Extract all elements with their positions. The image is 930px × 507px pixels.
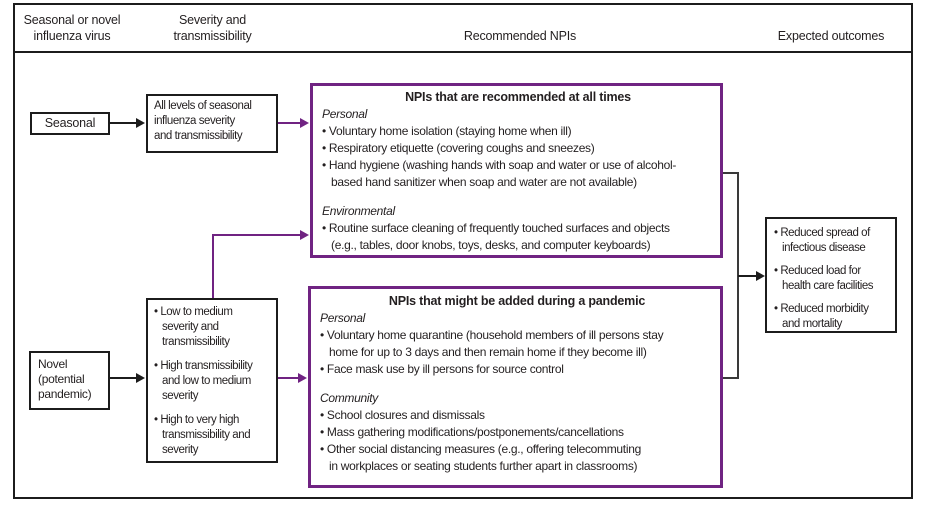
text-line: in workplaces or seating students furthe… (329, 459, 638, 473)
text-line: • Routine surface cleaning of frequently… (322, 221, 670, 235)
arrowhead-right-icon (756, 271, 765, 281)
text-line (322, 191, 714, 203)
text-line: based hand sanitizer when soap and water… (331, 175, 637, 189)
text-line: • Mass gathering modifications/postponem… (320, 425, 624, 439)
npi-all-times-body: Personal • Voluntary home isolation (stay… (322, 106, 714, 254)
text-line: (e.g., tables, door knobs, toys, desks, … (331, 238, 651, 252)
seasonal-virus-box: Seasonal (30, 112, 110, 135)
column-header-npis: Recommended NPIs (463, 29, 577, 43)
arrowhead-right-icon (300, 230, 309, 240)
text-line: • Other social distancing measures (e.g.… (320, 442, 641, 456)
column-header-severity: Severity and transmissibility (173, 13, 252, 43)
arrowhead-right-icon (136, 373, 145, 383)
bullet-item: • Low to medium severity and transmissib… (154, 306, 233, 348)
npi-pandemic-title: NPIs that might be added during a pandem… (388, 294, 646, 308)
novel-virus-box: Novel (potential pandemic) (29, 351, 110, 410)
figure-frame (13, 3, 913, 499)
header-divider (15, 51, 911, 53)
text-line: home for up to 3 days and then remain ho… (329, 345, 647, 359)
bracket-to-outcomes-arrow (738, 275, 757, 277)
npi-all-times-box: NPIs that are recommended at all times P… (310, 83, 723, 258)
bullet-item: • Reduced morbidity and mortality (774, 303, 869, 330)
text-line (320, 378, 714, 390)
text-line: • Respiratory etiquette (covering coughs… (322, 141, 595, 155)
npi-pandemic-body: Personal • Voluntary home quarantine (hou… (320, 310, 714, 475)
arrowhead-right-icon (300, 118, 309, 128)
text-line: • Voluntary home isolation (staying home… (322, 124, 572, 138)
severity-to-npi-all-times-connector-horizontal (212, 234, 301, 236)
seasonal-to-severity-arrow (110, 122, 137, 124)
bullet-item: • Reduced spread of infectious disease (774, 227, 870, 254)
column-header-virus: Seasonal or novel influenza virus (23, 13, 121, 43)
text-line: • School closures and dismissals (320, 408, 485, 422)
novel-to-severity-arrow (110, 377, 137, 379)
arrowhead-right-icon (136, 118, 145, 128)
npi-pandemic-box: NPIs that might be added during a pandem… (308, 286, 723, 488)
bracket-bottom-stub (723, 377, 739, 379)
bullet-item: • Reduced load for health care facilitie… (774, 265, 874, 292)
expected-outcomes-box: • Reduced spread of infectious disease • … (765, 217, 897, 333)
severity-to-npi-pandemic-arrow (278, 377, 299, 379)
text-line: • Hand hygiene (washing hands with soap … (322, 158, 677, 172)
column-header-outcomes: Expected outcomes (777, 29, 885, 43)
arrowhead-right-icon (298, 373, 307, 383)
text-line: Personal (322, 107, 367, 121)
bullet-item: • High to very high transmissibility and… (154, 414, 251, 456)
text-line: Community (320, 391, 378, 405)
severity-to-npi-all-times-connector-vertical (212, 234, 214, 298)
text-line: Personal (320, 311, 365, 325)
all-levels-severity-box: All levels of seasonal influenza severit… (146, 94, 278, 153)
bracket-top-stub (723, 172, 739, 174)
pandemic-severity-box: • Low to medium severity and transmissib… (146, 298, 278, 463)
bullet-item: • High transmissibility and low to mediu… (154, 360, 253, 402)
npi-all-times-title: NPIs that are recommended at all times (405, 90, 631, 104)
text-line: • Voluntary home quarantine (household m… (320, 328, 664, 342)
text-line: • Face mask use by ill persons for sourc… (320, 362, 564, 376)
severity-to-npi-all-times-arrow (278, 122, 301, 124)
text-line: Environmental (322, 204, 395, 218)
